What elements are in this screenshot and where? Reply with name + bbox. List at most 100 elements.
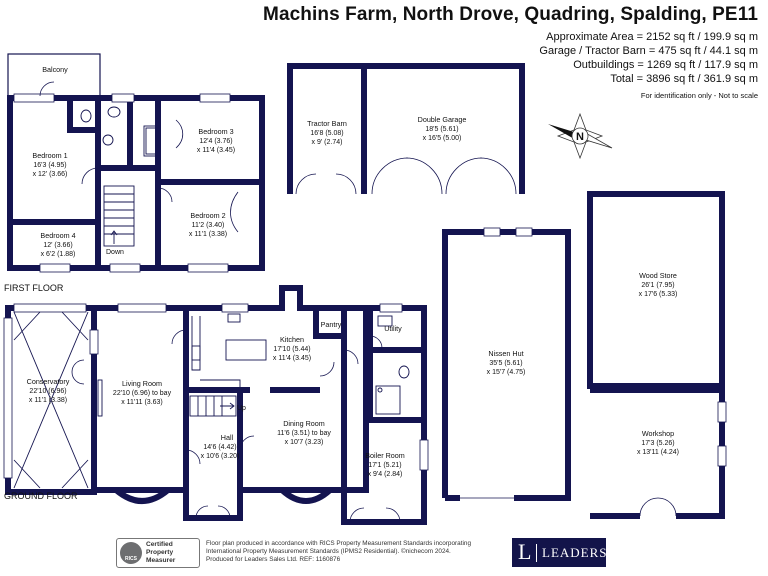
ground-floor-stairs xyxy=(189,395,237,417)
rics-seal-text: RICS xyxy=(125,556,137,562)
door-workshop xyxy=(639,497,677,517)
ground-floor-label: GROUND FLOOR xyxy=(4,491,78,501)
door-utility xyxy=(369,335,383,349)
door-kitchen-boiler xyxy=(319,361,335,377)
door-hall-living xyxy=(185,449,201,465)
identification-note: For identification only - Not to scale xyxy=(640,91,758,100)
disclaimer-line-3: Produced for Leaders Sales Ltd. REF: 116… xyxy=(206,556,341,563)
dims-bedroom2-b: x 11'1 (3.38) xyxy=(189,231,227,238)
doors-tractor-barn xyxy=(295,173,357,195)
dims-boiler-room-a: 17'1 (5.21) xyxy=(368,462,401,469)
room-label-kitchen: Kitchen xyxy=(280,335,304,344)
logo-letter: L xyxy=(518,539,532,564)
room-label-double-garage: Double Garage xyxy=(418,115,467,124)
dims-bedroom3-b: x 11'4 (3.45) xyxy=(197,147,235,154)
wardrobe-bedroom3 xyxy=(175,119,184,149)
roof-line-e xyxy=(13,459,41,489)
dims-tractor-barn-a: 16'8 (5.08) xyxy=(310,130,343,137)
door-conservatory xyxy=(71,359,85,385)
door-bedroom1 xyxy=(81,167,99,185)
dims-conservatory-a: 22'10 (6.96) xyxy=(29,388,66,395)
room-label-utility: Utility xyxy=(384,324,402,333)
window-bedroom2 xyxy=(187,263,229,273)
utility-fixtures xyxy=(375,315,410,415)
doors-garage-right xyxy=(445,157,517,195)
window-landing xyxy=(109,263,141,273)
area-line-total: Total = 3896 sq ft / 361.9 sq m xyxy=(610,73,758,85)
rics-line-1: Certified xyxy=(146,541,173,548)
dims-nissen-hut-b: x 15'7 (4.75) xyxy=(487,369,526,376)
door-balcony xyxy=(39,81,55,97)
first-floor-plan: Balcony Bedroom 1 16'3 (4.95) x 12' (3.6… xyxy=(4,53,265,293)
front-door xyxy=(195,505,231,519)
dims-hall-a: 14'6 (4.42) xyxy=(203,444,236,451)
window-workshop-b xyxy=(717,445,727,467)
outbuildings-plan: Tractor Barn 16'8 (5.08) x 9' (2.74) Dou… xyxy=(287,63,727,519)
door-rear-hall xyxy=(343,349,359,365)
conservatory-glazing-west xyxy=(3,317,13,479)
room-label-nissen-hut: Nissen Hut xyxy=(488,349,523,358)
roof-line-f xyxy=(61,459,89,489)
doors-garage-left xyxy=(371,157,443,195)
balcony-outline xyxy=(7,53,101,97)
room-label-workshop: Workshop xyxy=(642,429,674,438)
roof-line-c xyxy=(13,311,41,341)
garage-barn-outer-wall xyxy=(287,63,525,194)
opening-conservatory xyxy=(89,329,99,355)
room-label-wood-store: Wood Store xyxy=(639,271,677,280)
rics-badge: RICS Certified Property Measurer xyxy=(116,538,200,568)
wall-pantry xyxy=(313,308,344,339)
post-a xyxy=(587,256,593,262)
ground-floor-plan: Conservatory 22'10 (6.96) x 11'1 (3.38) … xyxy=(3,285,429,525)
post-b xyxy=(587,318,593,324)
disclaimer-line-1: Floor plan produced in accordance with R… xyxy=(206,540,471,547)
disclaimer-text: Floor plan produced in accordance with R… xyxy=(206,540,506,564)
window-kitchen xyxy=(221,303,249,313)
window-balcony-door xyxy=(13,93,55,103)
window-nissen-a xyxy=(483,227,501,237)
roof-line-b xyxy=(13,311,89,489)
rics-seal-icon: RICS xyxy=(120,542,142,564)
rics-line-3: Measurer xyxy=(146,557,176,564)
dims-dining-room-b: x 10'7 (3.23) xyxy=(285,439,324,446)
room-label-bedroom1: Bedroom 1 xyxy=(32,151,67,160)
dims-workshop-b: x 13'11 (4.24) xyxy=(637,449,679,456)
room-label-balcony: Balcony xyxy=(42,65,68,74)
room-label-conservatory: Conservatory xyxy=(27,377,70,386)
wall-shower-room xyxy=(367,350,424,423)
dims-bedroom3-a: 12'4 (3.76) xyxy=(199,138,232,145)
dims-living-room-b: x 11'11 (3.63) xyxy=(121,399,163,406)
room-label-boiler-room: Boiler Room xyxy=(365,451,405,460)
property-title: Machins Farm, North Drove, Quadring, Spa… xyxy=(263,4,758,25)
dims-bedroom1-a: 16'3 (4.95) xyxy=(33,162,66,169)
room-label-living-room: Living Room xyxy=(122,379,162,388)
area-line-main: Approximate Area = 2152 sq ft / 199.9 sq… xyxy=(546,31,758,43)
dims-dining-room-a: 11'6 (3.51) to bay xyxy=(277,430,331,437)
window-bathroom xyxy=(111,93,135,103)
ground-floor-outer-wall xyxy=(94,285,369,521)
window-bedroom4 xyxy=(39,263,71,273)
bay-dining-room xyxy=(279,487,333,504)
logo-text: LEADERS xyxy=(542,545,608,560)
kitchen-fixtures xyxy=(191,313,267,390)
bathroom-fixtures xyxy=(80,106,161,157)
nissen-hut-wall xyxy=(442,229,571,501)
dims-kitchen-a: 17'10 (5.44) xyxy=(273,346,310,353)
room-label-bedroom4: Bedroom 4 xyxy=(40,231,75,240)
dims-bedroom4-b: x 6'2 (1.88) xyxy=(41,251,76,258)
room-label-bedroom3: Bedroom 3 xyxy=(198,127,233,136)
rics-badge-text: Certified Property Measurer xyxy=(146,541,175,565)
door-dining xyxy=(239,435,255,451)
area-line-garage: Garage / Tractor Barn = 475 sq ft / 44.1… xyxy=(539,45,758,57)
area-summary: Approximate Area = 2152 sq ft / 199.9 sq… xyxy=(539,30,758,86)
dims-wood-store-a: 26'1 (7.95) xyxy=(641,282,674,289)
dims-conservatory-b: x 11'1 (3.38) xyxy=(29,397,67,404)
compass-letter: N xyxy=(576,131,584,143)
rics-line-2: Property xyxy=(146,549,174,556)
dims-wood-store-b: x 17'6 (5.33) xyxy=(639,291,678,298)
dims-bedroom1-b: x 12' (3.66) xyxy=(33,171,68,178)
dims-nissen-hut-a: 35'5 (5.61) xyxy=(489,360,522,367)
room-label-hall: Hall xyxy=(221,433,234,442)
wardrobe-bedroom2 xyxy=(230,191,239,233)
dims-double-garage-b: x 16'5 (5.00) xyxy=(423,135,462,142)
